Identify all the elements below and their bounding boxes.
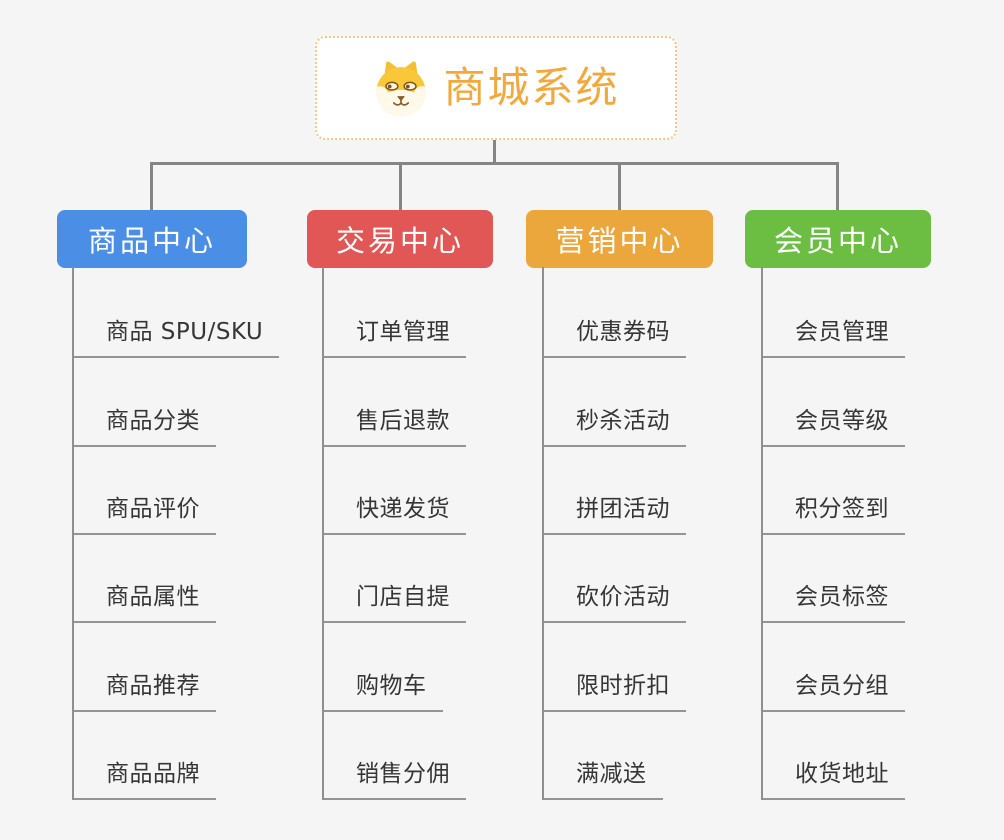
mindmap-node[interactable]: 会员标签 bbox=[763, 582, 905, 623]
mindmap-node[interactable]: 售后退款 bbox=[324, 406, 466, 447]
mindmap-node[interactable]: 拼团活动 bbox=[544, 494, 686, 535]
connector-root-stem bbox=[493, 139, 496, 165]
connector-drop-product bbox=[150, 164, 153, 210]
branch-header-label: 营销中心 bbox=[555, 224, 684, 258]
mindmap-node[interactable]: 会员等级 bbox=[763, 406, 905, 447]
branch-header-product-center[interactable]: 商品中心 bbox=[57, 210, 247, 268]
mindmap-node[interactable]: 收货地址 bbox=[763, 759, 905, 800]
root-title: 商城系统 bbox=[443, 63, 620, 112]
mindmap-node[interactable]: 商品推荐 bbox=[74, 671, 216, 712]
branch-children-member-center: 会员管理 会员等级 积分签到 会员标签 会员分组 收货地址 bbox=[761, 267, 905, 800]
mindmap-node[interactable]: 商品属性 bbox=[74, 582, 216, 623]
mindmap-node[interactable]: 商品品牌 bbox=[74, 759, 216, 800]
mindmap-node[interactable]: 限时折扣 bbox=[544, 671, 686, 712]
mindmap-node[interactable]: 商品 SPU/SKU bbox=[74, 317, 280, 358]
connector-horizontal-bar bbox=[150, 162, 839, 165]
shiba-dog-icon bbox=[377, 61, 426, 117]
connector-drop-trade bbox=[399, 164, 402, 210]
mindmap-node[interactable]: 商品评价 bbox=[74, 494, 216, 535]
mindmap-node[interactable]: 销售分佣 bbox=[324, 759, 466, 800]
mindmap-node[interactable]: 快递发货 bbox=[324, 494, 466, 535]
mindmap-node[interactable]: 满减送 bbox=[544, 759, 663, 800]
branch-children-product-center: 商品 SPU/SKU 商品分类 商品评价 商品属性 商品推荐 商品品牌 bbox=[72, 267, 280, 800]
mindmap-node[interactable]: 会员管理 bbox=[763, 317, 905, 358]
mindmap-node[interactable]: 订单管理 bbox=[324, 317, 466, 358]
branch-children-trade-center: 订单管理 售后退款 快递发货 门店自提 购物车 销售分佣 bbox=[322, 267, 466, 800]
mindmap-node[interactable]: 砍价活动 bbox=[544, 582, 686, 623]
mindmap-node[interactable]: 积分签到 bbox=[763, 494, 905, 535]
branch-children-marketing-center: 优惠券码 秒杀活动 拼团活动 砍价活动 限时折扣 满减送 bbox=[542, 267, 686, 800]
connector-drop-member bbox=[836, 164, 839, 210]
branch-header-label: 交易中心 bbox=[335, 224, 464, 258]
mindmap-node[interactable]: 优惠券码 bbox=[544, 317, 686, 358]
mindmap-node[interactable]: 商品分类 bbox=[74, 406, 216, 447]
mindmap-node[interactable]: 秒杀活动 bbox=[544, 406, 686, 447]
mindmap-node[interactable]: 门店自提 bbox=[324, 582, 466, 623]
branch-header-trade-center[interactable]: 交易中心 bbox=[307, 210, 493, 268]
mindmap-node[interactable]: 会员分组 bbox=[763, 671, 905, 712]
root-node[interactable]: 商城系统 bbox=[315, 36, 677, 140]
mindmap-node[interactable]: 购物车 bbox=[324, 671, 443, 712]
branch-header-label: 会员中心 bbox=[773, 224, 902, 258]
branch-header-member-center[interactable]: 会员中心 bbox=[745, 210, 931, 268]
branch-header-label: 商品中心 bbox=[87, 224, 216, 258]
branch-header-marketing-center[interactable]: 营销中心 bbox=[526, 210, 713, 268]
connector-drop-marketing bbox=[618, 164, 621, 210]
